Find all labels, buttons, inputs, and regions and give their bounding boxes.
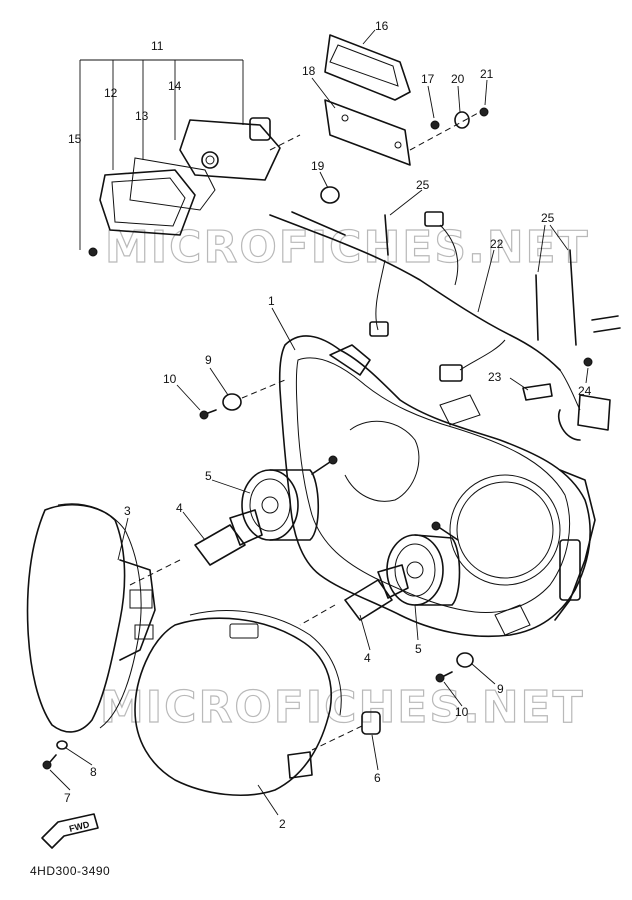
callout-21: 21 <box>480 67 494 81</box>
wire-harness-part-22 <box>269 211 611 441</box>
bulb-part-4-upper <box>129 509 263 586</box>
assembly-line-top <box>409 111 481 151</box>
bracket-part-18 <box>324 99 411 166</box>
damper-part-20 <box>454 111 470 129</box>
callout-10-upper: 10 <box>163 372 177 386</box>
socket-part-5-lower <box>386 534 461 606</box>
grommet-part-9-lower <box>456 652 474 668</box>
callout-2: 2 <box>279 817 286 831</box>
bulb-part-23 <box>522 383 553 401</box>
screw-part-15 <box>88 247 98 257</box>
callout-12: 12 <box>104 86 118 100</box>
callout-15: 15 <box>68 132 82 146</box>
callout-3: 3 <box>124 504 131 518</box>
callout-13: 13 <box>135 109 149 123</box>
bolt-upper-socket <box>311 455 338 475</box>
mount-bolts-right <box>591 315 621 333</box>
callout-bracket-11 <box>79 59 244 250</box>
callout-25-left: 25 <box>416 178 430 192</box>
watermark-bottom: MICROFICHES.NET <box>100 682 585 733</box>
callout-9-upper: 9 <box>205 353 212 367</box>
callout-14: 14 <box>168 79 182 93</box>
socket-housing-part-11 <box>179 117 281 181</box>
callout-16: 16 <box>375 19 389 33</box>
callout-6: 6 <box>374 771 381 785</box>
callout-22: 22 <box>490 237 504 251</box>
callout-11: 11 <box>151 39 164 53</box>
nut-part-6 <box>311 711 381 751</box>
callout-24: 24 <box>578 384 592 398</box>
leader-lines <box>49 29 589 816</box>
callout-4-lower: 4 <box>364 651 371 665</box>
bulb-part-4-lower <box>299 564 409 626</box>
callout-25-right: 25 <box>541 211 555 225</box>
screw-part-7 <box>42 754 57 770</box>
callout-10-lower: 10 <box>455 705 469 719</box>
callout-1: 1 <box>268 294 275 308</box>
screw-part-24 <box>583 357 593 367</box>
screw-part-10-upper <box>199 409 217 420</box>
washer-part-8 <box>56 740 68 750</box>
diagram-code: 4HD300-3490 <box>30 864 110 878</box>
assembly-line-lamp <box>269 134 301 151</box>
callout-labels: 1 2 3 4 4 5 5 6 7 8 9 9 10 10 11 12 13 1… <box>64 19 592 831</box>
gasket-part-13 <box>129 157 216 211</box>
callout-17: 17 <box>421 72 435 86</box>
bolt-lower-socket <box>431 521 459 541</box>
screw-part-21 <box>479 107 489 117</box>
gasket-part-16 <box>324 34 411 101</box>
callout-18: 18 <box>302 64 316 78</box>
bulb-part-14 <box>201 151 219 169</box>
callout-7: 7 <box>64 791 71 805</box>
collar-part-17 <box>430 120 440 130</box>
grommet-part-9-upper <box>222 379 286 411</box>
front-arrow-label: FWD <box>68 819 91 834</box>
callout-5-upper: 5 <box>205 469 212 483</box>
watermark-top: MICROFICHES.NET <box>105 222 590 273</box>
callout-5-lower: 5 <box>415 642 422 656</box>
front-direction-arrow: FWD <box>41 813 99 849</box>
headlight-lens-part-3 <box>26 503 156 733</box>
callout-4-upper: 4 <box>176 501 183 515</box>
damper-part-19 <box>320 186 340 204</box>
position-lamp-lens-part-12 <box>99 169 196 236</box>
callout-9-lower: 9 <box>497 682 504 696</box>
socket-part-5-upper <box>241 469 320 541</box>
callout-8: 8 <box>90 765 97 779</box>
callout-20: 20 <box>451 72 465 86</box>
headlight-lens-part-2 <box>134 610 342 796</box>
screw-part-10-lower <box>435 671 453 683</box>
callout-23: 23 <box>488 370 502 384</box>
callout-19: 19 <box>311 159 325 173</box>
